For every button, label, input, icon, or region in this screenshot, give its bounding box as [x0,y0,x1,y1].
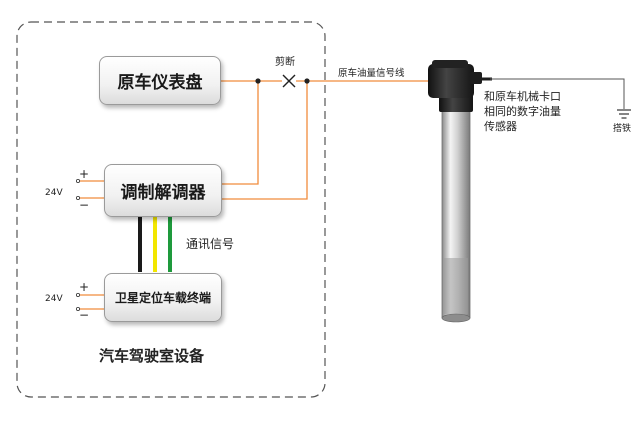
modem-box: 调制解调器 [104,164,222,217]
gps-terminal-label: 卫星定位车载终端 [114,291,211,305]
sensor-description: 和原车机械卡口 相同的数字油量 传感器 [484,89,561,134]
plus-sign-terminal: + [79,280,90,294]
minus-sign-terminal: − [79,308,90,322]
cut-label: 剪断 [275,57,295,68]
power-terminal-minus-2 [76,306,81,311]
signal-wiring [79,80,430,310]
ground-icon [617,109,631,119]
sensor-desc-line-1: 和原车机械卡口 [484,90,561,103]
gps-terminal-box: 卫星定位车载终端 [104,273,222,322]
comm-signal-label: 通讯信号 [186,237,235,251]
power-terminal-plus-2 [76,292,81,297]
voltage-label-terminal: 24V [45,294,63,304]
sensor-desc-line-3: 传感器 [484,120,517,133]
junction-dot-right [304,78,310,84]
modem-label: 调制解调器 [120,183,206,203]
ground-wire [482,77,625,109]
cab-boundary [16,21,326,398]
cut-mark [282,74,296,88]
junction-dot-left [255,78,261,84]
power-terminal-plus-1 [76,178,81,183]
signal-line-label: 原车油量信号线 [338,68,405,79]
original-dashboard-box: 原车仪表盘 [99,56,221,105]
power-terminal-minus-1 [76,195,81,200]
cab-equipment-label: 汽车驾驶室设备 [99,347,205,365]
fuel-sensor [428,60,482,323]
plus-sign-modem: + [79,167,90,181]
voltage-label-modem: 24V [45,188,63,198]
ground-label: 搭铁 [613,124,632,134]
original-dashboard-label: 原车仪表盘 [117,73,203,93]
minus-sign-modem: − [79,198,90,212]
sensor-desc-line-2: 相同的数字油量 [484,105,561,118]
